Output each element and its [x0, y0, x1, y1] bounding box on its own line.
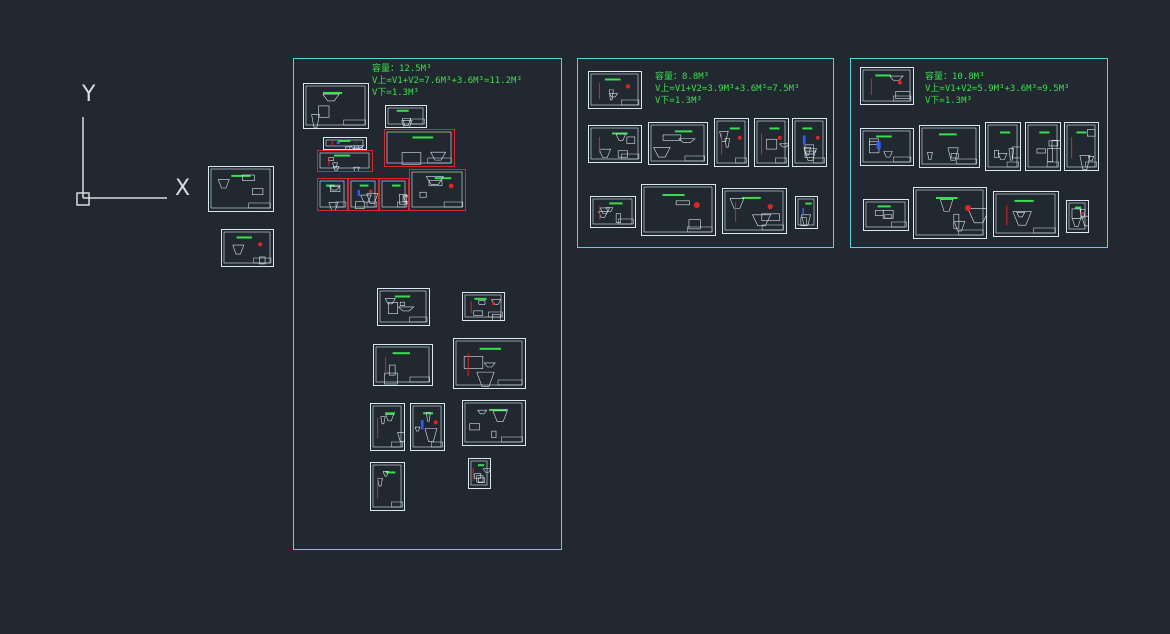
drawing-sheet-selected[interactable] — [379, 178, 409, 211]
sheet-linework — [590, 127, 640, 160]
sheet-linework — [915, 189, 986, 236]
drawing-sheet[interactable] — [860, 128, 914, 166]
sheet-linework — [862, 69, 912, 102]
panel-3-v-lower: V下=1.3M³ — [925, 96, 972, 106]
sheet-linework — [375, 346, 430, 385]
drawing-sheet-selected[interactable] — [409, 169, 466, 211]
drawing-sheet[interactable] — [913, 187, 987, 239]
sheet-linework — [387, 107, 425, 127]
drawing-sheet[interactable] — [370, 462, 405, 511]
sheet-linework — [372, 464, 403, 508]
drawing-sheet[interactable] — [468, 458, 491, 489]
drawing-sheet[interactable] — [370, 403, 405, 451]
sheet-linework — [716, 120, 747, 164]
sheet-linework — [995, 193, 1056, 234]
sheet-linework — [643, 186, 713, 233]
drawing-sheet[interactable] — [985, 122, 1021, 171]
drawing-sheet[interactable] — [919, 125, 980, 168]
drawing-sheet[interactable] — [221, 229, 274, 267]
sheet-linework — [210, 168, 271, 209]
drawing-sheet[interactable] — [377, 288, 430, 326]
ucs-x-label: X — [175, 176, 191, 201]
drawing-sheet[interactable] — [1064, 122, 1099, 171]
panel-3-capacity: 容量：10.8M³ — [925, 72, 985, 82]
sheet-linework — [411, 171, 464, 208]
drawing-sheet[interactable] — [208, 166, 274, 212]
sheet-linework — [464, 294, 503, 320]
drawing-sheet[interactable] — [792, 118, 827, 167]
sheet-linework — [1068, 202, 1088, 230]
sheet-linework — [1066, 124, 1097, 170]
drawing-sheet[interactable] — [462, 292, 505, 321]
sheet-linework — [987, 124, 1020, 168]
panel-2-v-lower: V下=1.3M³ — [655, 96, 702, 106]
sheet-linework — [379, 290, 428, 323]
sheet-linework — [350, 180, 378, 209]
drawing-sheet[interactable] — [303, 83, 369, 129]
sheet-linework — [455, 340, 523, 387]
sheet-linework — [862, 130, 912, 163]
drawing-sheet-selected[interactable] — [384, 129, 455, 167]
drawing-sheet[interactable] — [588, 71, 642, 109]
sheet-linework — [921, 127, 977, 165]
panel-2-capacity: 容量：8.8M³ — [655, 72, 710, 82]
drawing-sheet[interactable] — [385, 105, 427, 128]
drawing-sheet-selected[interactable] — [317, 150, 373, 172]
drawing-sheet[interactable] — [993, 191, 1059, 237]
sheet-linework — [386, 131, 452, 165]
sheet-linework — [756, 120, 788, 164]
ucs-icon — [70, 80, 200, 210]
drawing-sheet[interactable] — [860, 67, 914, 105]
sheet-linework — [1027, 124, 1060, 168]
panel-1-v-lower: V下=1.3M³ — [372, 88, 419, 98]
layout-frame-1[interactable] — [293, 58, 562, 550]
drawing-sheet[interactable] — [754, 118, 789, 167]
sheet-linework — [470, 460, 490, 486]
drawing-sheet[interactable] — [453, 338, 526, 389]
sheet-linework — [724, 190, 784, 231]
drawing-sheet[interactable] — [1025, 122, 1061, 171]
panel-1-v-upper: V上=V1+V2=7.6M³+3.6M³=11.2M³ — [372, 76, 522, 86]
drawing-sheet[interactable] — [410, 403, 445, 451]
drawing-sheet[interactable] — [648, 122, 708, 165]
sheet-linework — [412, 405, 443, 448]
sheet-linework — [325, 139, 365, 149]
panel-2-v-upper: V上=V1+V2=3.9M³+3.6M³=7.5M³ — [655, 84, 800, 94]
sheet-linework — [592, 198, 634, 225]
sheet-linework — [319, 180, 347, 210]
sheet-linework — [305, 85, 366, 128]
drawing-sheet[interactable] — [722, 188, 787, 234]
drawing-sheet[interactable] — [1066, 200, 1089, 233]
drawing-sheet[interactable] — [795, 196, 818, 229]
layout-frame-3[interactable] — [850, 58, 1108, 248]
drawing-sheet[interactable] — [462, 400, 526, 446]
drawing-sheet[interactable] — [863, 199, 909, 231]
drawing-sheet[interactable] — [373, 344, 433, 386]
drawing-sheet[interactable] — [714, 118, 749, 167]
drawing-sheet-selected[interactable] — [348, 178, 379, 211]
drawing-sheet[interactable] — [588, 125, 642, 163]
sheet-linework — [794, 120, 825, 164]
sheet-linework — [223, 231, 272, 265]
sheet-linework — [797, 198, 815, 227]
sheet-linework — [590, 73, 640, 106]
drawing-sheet[interactable] — [641, 184, 716, 236]
drawing-sheet-selected[interactable] — [317, 178, 348, 211]
sheet-linework — [464, 402, 523, 443]
panel-3-v-upper: V上=V1+V2=5.9M³+3.6M³=9.5M³ — [925, 84, 1070, 94]
sheet-linework — [865, 201, 907, 228]
ucs-y-label: Y — [82, 82, 96, 107]
sheet-linework — [372, 405, 404, 448]
drawing-sheet[interactable] — [590, 196, 636, 228]
sheet-linework — [319, 152, 370, 171]
sheet-linework — [381, 180, 408, 208]
panel-1-capacity: 容量：12.5M³ — [372, 64, 432, 74]
drawing-sheet[interactable] — [323, 137, 367, 150]
layout-frame-2[interactable] — [577, 58, 834, 248]
sheet-linework — [650, 124, 705, 162]
